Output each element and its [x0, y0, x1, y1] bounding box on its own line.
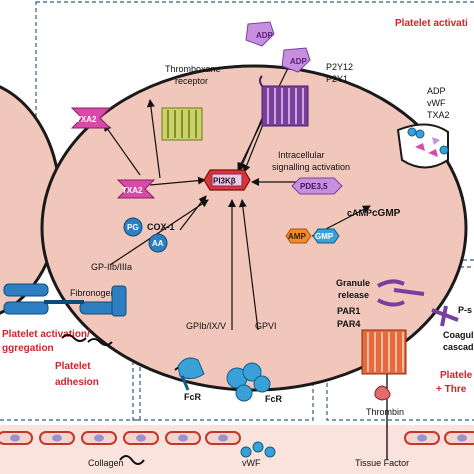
svg-text:ADP: ADP — [256, 31, 274, 40]
signal-arrows — [103, 63, 391, 460]
amp-node: AMP — [285, 228, 312, 244]
thrombin-label: Thrombin — [366, 407, 404, 417]
granule-txa2-label: TXA2 — [427, 110, 450, 120]
aa-molecule: AA — [148, 233, 168, 253]
thrombin-molecule — [374, 385, 391, 401]
par4-label: PAR4 — [337, 319, 360, 329]
par1-label: PAR1 — [337, 306, 360, 316]
p2y-receptor — [259, 75, 309, 127]
platelet-cell — [40, 64, 468, 392]
granule-adp-label: ADP — [427, 86, 446, 96]
granule-vwf-label: vWF — [427, 98, 446, 108]
txa2-inside: TXA2 — [116, 179, 156, 199]
tissue-factor-label: Tissue Factor — [355, 458, 409, 468]
svg-text:PDE3,5: PDE3,5 — [300, 182, 328, 191]
txa2-outside: TXA2 — [70, 107, 112, 129]
vwf-label: vWF — [242, 458, 261, 468]
svg-text:TXA2: TXA2 — [76, 115, 97, 124]
endothelial-cells — [0, 431, 474, 445]
granule-molecules — [407, 127, 449, 157]
cox1-label: COX-1 — [147, 222, 175, 232]
camp-label: cAMP — [347, 208, 372, 218]
adhesion-title-line2: adhesion — [55, 377, 99, 388]
gp2b3a-complex — [3, 283, 127, 317]
adp-top: ADP — [245, 21, 275, 47]
coagulation-cascade-label-2: cascad — [443, 342, 474, 352]
fcr-left-receptor — [177, 357, 205, 391]
gmp-node: GMP — [312, 228, 340, 244]
gp2b3a-label: GP-IIb/IIIa — [91, 262, 132, 272]
svg-text:AMP: AMP — [288, 232, 306, 241]
p-selectin-label: P-s — [458, 305, 472, 315]
coagulation-title-line2: + Thre — [436, 384, 467, 395]
fcr-right-label: FcR — [265, 394, 283, 404]
pde-node: PDE3,5 — [291, 177, 343, 195]
collagen-label: Collagen — [88, 458, 124, 468]
svg-text:TXA2: TXA2 — [122, 186, 143, 195]
svg-text:ADP: ADP — [290, 57, 308, 66]
coagulation-title-line1: Platele — [440, 370, 473, 381]
p-selectin — [431, 305, 459, 327]
fcr-right-receptor — [226, 362, 271, 402]
aggregation-title-line1: Platelet activation/ — [2, 329, 90, 340]
intracellular-label-2: signalling activation — [272, 162, 350, 172]
svg-text:PI3Kβ: PI3Kβ — [213, 177, 236, 186]
adp-mid: ADP — [281, 47, 311, 73]
gpvi-label: GPVI — [255, 321, 277, 331]
svg-text:PG: PG — [127, 223, 139, 232]
par-receptor — [361, 329, 407, 375]
p2y1-label: P2Y1 — [326, 74, 348, 84]
svg-text:GMP: GMP — [315, 232, 334, 241]
platelet-activation-title: Platelet activati — [395, 18, 468, 29]
p2y12-label: P2Y12 — [326, 62, 353, 72]
fcr-left-label: FcR — [184, 392, 202, 402]
gp1b-label: GPIb/IX/V — [186, 321, 226, 331]
fibronogen-label: Fibronogen — [70, 288, 116, 298]
granule-release-label-1: Granule — [336, 278, 370, 288]
granule-release-label-2: release — [338, 290, 369, 300]
pg-molecule: PG — [123, 217, 143, 237]
aggregation-title-line2: ggregation — [2, 343, 54, 354]
vwf-molecules — [240, 441, 276, 458]
intracellular-label-1: Intracellular — [278, 150, 325, 160]
adhesion-title-line1: Platelet — [55, 361, 91, 372]
thromboxane-receptor-label-2: receptor — [175, 76, 208, 86]
thromboxane-receptor-label-1: Thromboxane — [165, 64, 221, 74]
cgmp-label: cGMP — [372, 208, 401, 219]
coagulation-cascade-label-1: Coagul — [443, 330, 474, 340]
thromboxane-receptor — [161, 107, 203, 141]
pi3kb-node: PI3Kβ — [203, 169, 251, 191]
granule-release-receptor — [377, 279, 425, 307]
svg-text:AA: AA — [152, 239, 164, 248]
